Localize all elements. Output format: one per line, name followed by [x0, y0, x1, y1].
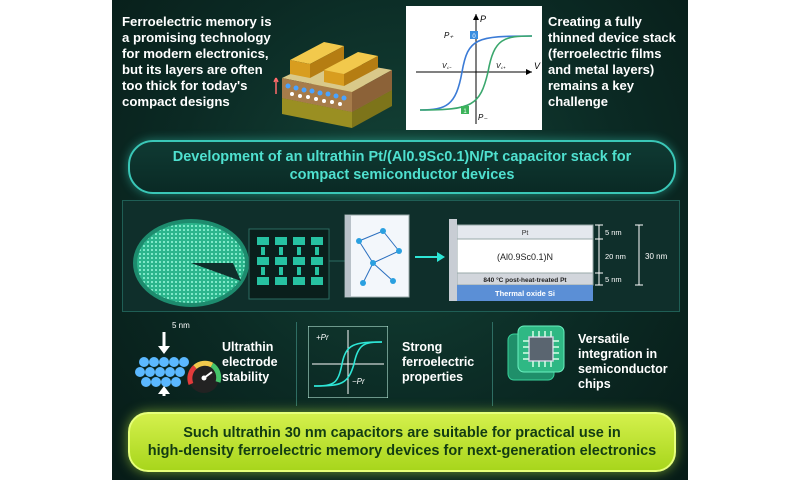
- dim-total-label: 30 nm: [645, 252, 668, 261]
- p-axis-label: P: [480, 14, 486, 24]
- vc-plus-label: V꜀₊: [496, 63, 506, 70]
- p-minus-label: P₋: [478, 113, 488, 122]
- marker-one: 1: [463, 109, 467, 115]
- dim-mid-label: 20 nm: [605, 252, 626, 261]
- chip-icon: [507, 325, 565, 381]
- chip-array-icon: [257, 237, 323, 285]
- capacitor-illustration: [273, 42, 392, 128]
- intro-right-text: Creating a fully thinned device stack (f…: [548, 14, 676, 109]
- ferroelectric-loop-icon: +Pr −Pr: [308, 326, 388, 398]
- feature-1-text: Ultrathin electrode stability: [222, 340, 278, 384]
- dim-bottom-label: 5 nm: [605, 275, 622, 284]
- stack-bottom-label: 840 °C post-heat-treated Pt: [483, 276, 567, 284]
- p-plus-label: P₊: [444, 31, 454, 40]
- marker-zero: 0: [472, 34, 476, 40]
- plus-pr-label: +Pr: [316, 333, 329, 342]
- gauge-icon: [187, 360, 222, 393]
- stack-substrate-label: Thermal oxide Si: [495, 289, 555, 298]
- vc-minus-label: V꜀₋: [442, 63, 452, 70]
- title-banner: Development of an ultrathin Pt/(Al0.9Sc0…: [128, 140, 676, 194]
- feature-1-label: 5 nm: [172, 321, 190, 330]
- hysteresis-plot: 0 1 P V P₊ P₋ V꜀₋ V꜀₊: [406, 6, 542, 130]
- minus-pr-label: −Pr: [352, 377, 365, 386]
- device-panel: Pt (Al0.9Sc0.1)N 840 °C post-heat-treate…: [122, 200, 680, 312]
- feature-2-text: Strong ferroelectric properties: [402, 340, 475, 384]
- feature-divider-1: [296, 322, 297, 406]
- crystal-structure-icon: [344, 214, 410, 298]
- stack-top-label: Pt: [522, 230, 529, 237]
- dim-top-label: 5 nm: [605, 228, 622, 237]
- intro-left-text: Ferroelectric memory is a promising tech…: [122, 14, 272, 109]
- conclusion-banner: Such ultrathin 30 nm capacitors are suit…: [128, 412, 676, 472]
- arrow-right-icon: [415, 252, 445, 262]
- feature-divider-2: [492, 322, 493, 406]
- title-line-1: Development of an ultrathin Pt/(Al0.9Sc0…: [172, 149, 632, 165]
- infographic-canvas: Ferroelectric memory is a promising tech…: [112, 0, 688, 480]
- wafer-icon: [133, 219, 249, 307]
- layer-stack-diagram: Pt (Al0.9Sc0.1)N 840 °C post-heat-treate…: [449, 219, 668, 301]
- feature-3-text: Versatile integration in semiconductor c…: [578, 332, 668, 391]
- title-line-2: compact semiconductor devices: [289, 167, 515, 183]
- conclusion-line-2: high-density ferroelectric memory device…: [147, 443, 657, 459]
- electrode-stability-icon: 5 nm: [135, 321, 222, 396]
- conclusion-line-1: Such ultrathin 30 nm capacitors are suit…: [183, 425, 621, 441]
- stack-middle-label: (Al0.9Sc0.1)N: [497, 252, 553, 262]
- v-axis-label: V: [534, 61, 541, 71]
